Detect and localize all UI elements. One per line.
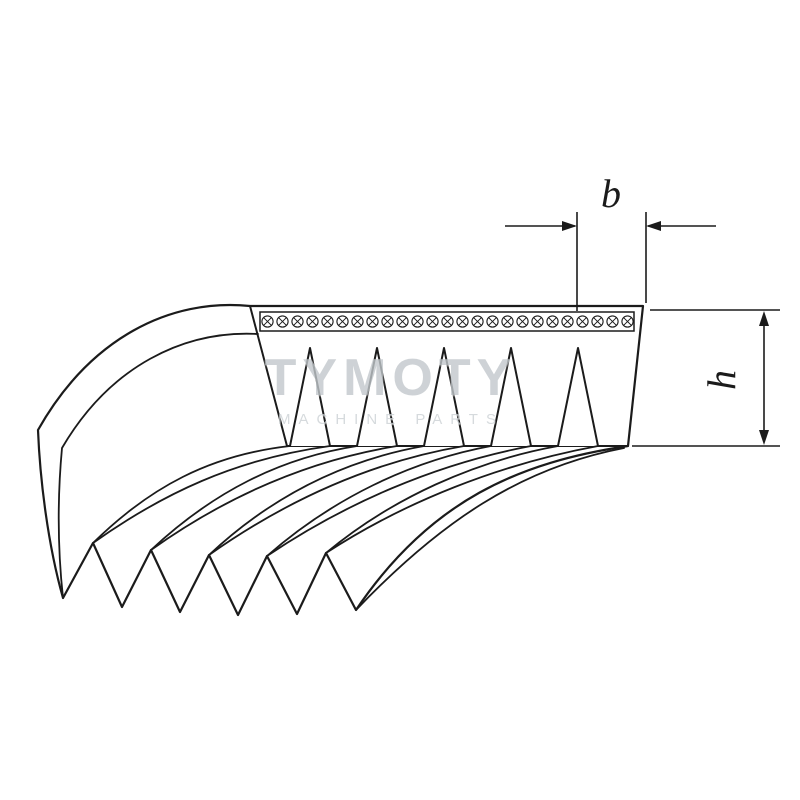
dimension-b-label: b [601, 171, 621, 216]
dimension-h: h [632, 309, 780, 447]
groove-1 [289, 347, 331, 447]
dimension-b-arrow-right [646, 221, 661, 231]
top-surface-inner-edge [57, 332, 259, 599]
face-left-edge [249, 305, 288, 447]
dimension-b: b [505, 171, 716, 311]
groove-4 [490, 347, 532, 447]
dimension-h-arrow-bottom [759, 430, 769, 445]
groove-3 [423, 347, 465, 447]
dimension-h-label: h [699, 370, 744, 390]
belt-silhouette [36, 303, 645, 617]
belt-body [36, 303, 645, 617]
dimension-b-arrow-left [562, 221, 577, 231]
dimension-h-arrow-top [759, 311, 769, 326]
rib-fan-curves [92, 445, 625, 611]
groove-2 [356, 347, 398, 447]
groove-5 [557, 347, 599, 447]
tension-cord-hatch-strip [259, 311, 635, 332]
